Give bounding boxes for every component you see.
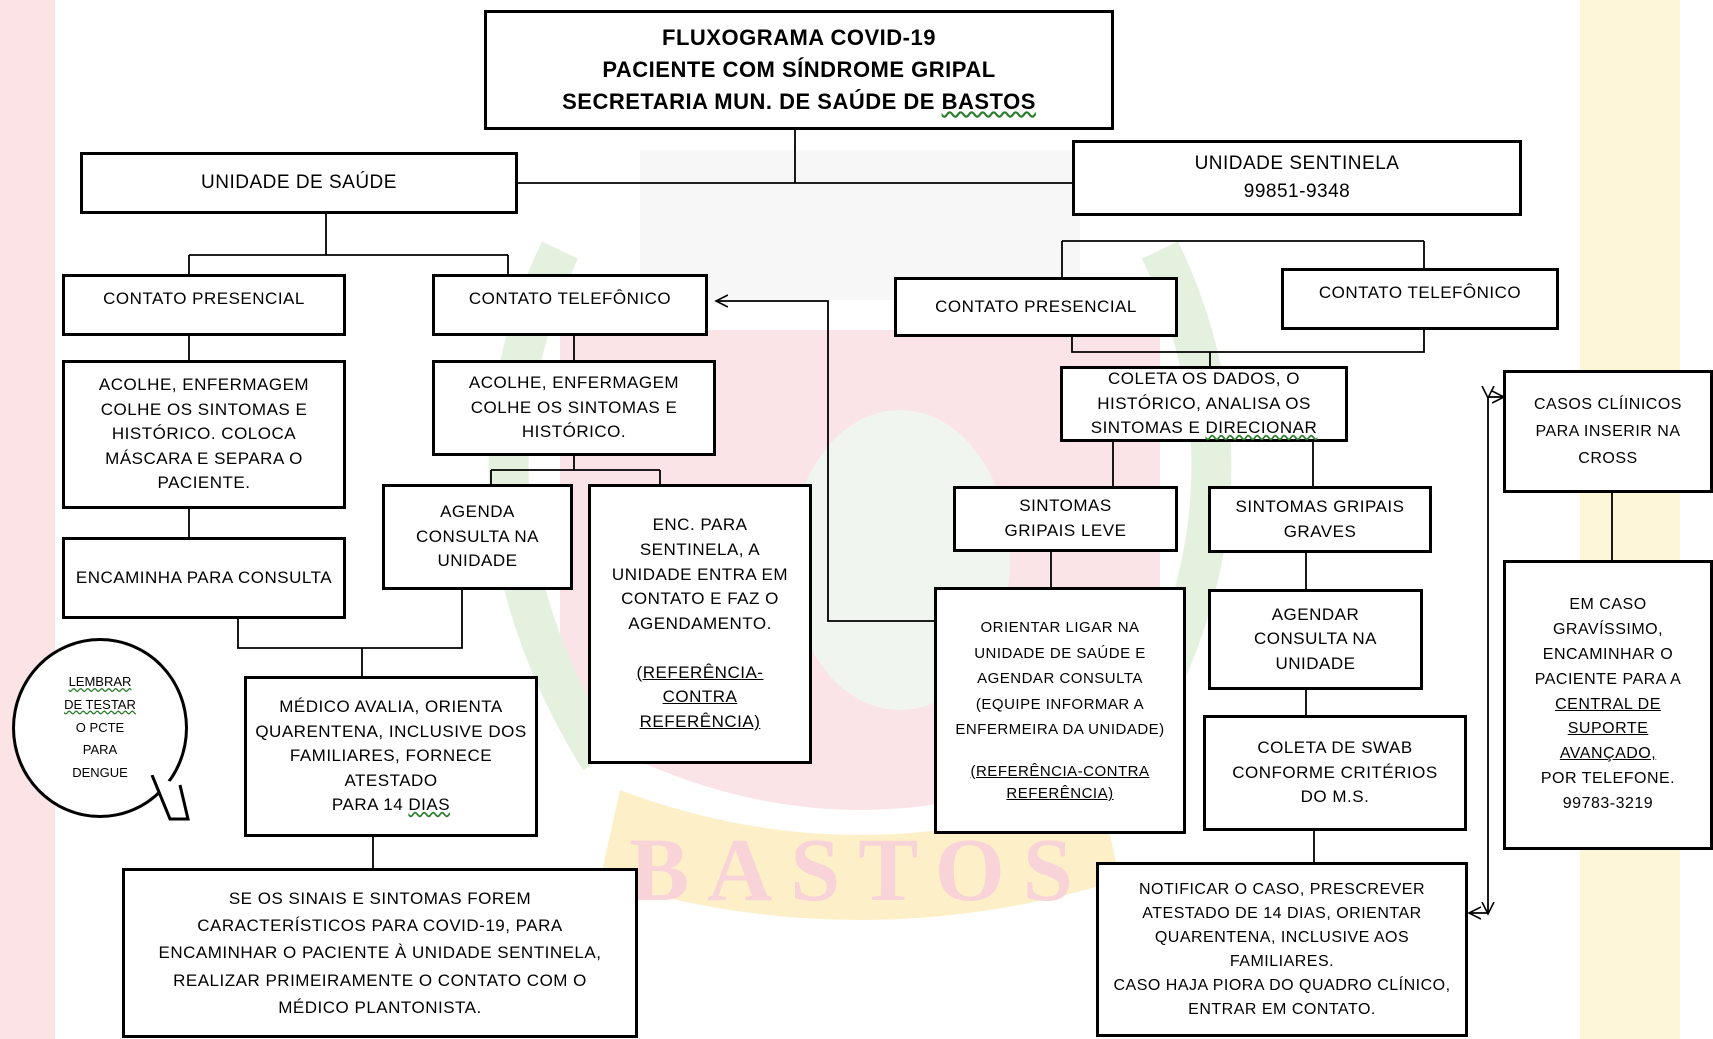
medico-avalia-box: MÉDICO AVALIA, ORIENTA QUARENTENA, INCLU… (244, 676, 538, 837)
agendar-consulta-box: AGENDAR CONSULTA NA UNIDADE (1208, 589, 1423, 690)
agendar-consulta-text: AGENDAR CONSULTA NA UNIDADE (1254, 604, 1377, 673)
unidade-sentinela-phone: 99851-9348 (1243, 181, 1351, 202)
enc-sentinela-box: ENC. PARA SENTINELA, A UNIDADE ENTRA EM … (588, 484, 812, 764)
sintomas-leve-text: SINTOMAS GRIPAIS LEVE (1004, 496, 1127, 540)
right-contato-presencial-label: CONTATO PRESENCIAL (935, 296, 1137, 316)
unidade-de-saude-box: UNIDADE DE SAÚDE (80, 152, 518, 214)
lembrar-line-2: DE TESTAR (64, 696, 136, 712)
right-contato-presencial-box: CONTATO PRESENCIAL (894, 277, 1178, 337)
notificar-caso-piora: CASO HAJA PIORA DO QUADRO CLÍNICO, ENTRA… (1113, 976, 1451, 1018)
notificar-caso-text: NOTIFICAR O CASO, PRESCREVER ATESTADO DE… (1138, 880, 1426, 970)
unidade-sentinela-box: UNIDADE SENTINELA 99851-9348 (1072, 140, 1522, 216)
caso-gravissimo-telefone: POR TELEFONE. (1540, 769, 1676, 787)
acolhe-presencial-text: ACOLHE, ENFERMAGEM COLHE OS SINTOMAS E H… (98, 374, 310, 493)
casos-cross-text: CASOS CLÍINICOS PARA INSERIR NA CROSS (1534, 395, 1682, 468)
coleta-swab-box: COLETA DE SWAB CONFORME CRITÉRIOS DO M.S… (1203, 715, 1467, 831)
acolhe-presencial-box: ACOLHE, ENFERMAGEM COLHE OS SINTOMAS E H… (62, 360, 346, 509)
acolhe-telefonico-text: ACOLHE, ENFERMAGEM COLHE OS SINTOMAS E H… (468, 373, 680, 442)
casos-cross-box: CASOS CLÍINICOS PARA INSERIR NA CROSS (1503, 370, 1713, 493)
sintomas-leve-box: SINTOMAS GRIPAIS LEVE (953, 486, 1178, 552)
right-contato-telefonico-label: CONTATO TELEFÔNICO (1318, 283, 1522, 302)
left-contato-presencial-label: CONTATO PRESENCIAL (103, 289, 305, 308)
acolhe-telefonico-box: ACOLHE, ENFERMAGEM COLHE OS SINTOMAS E H… (432, 360, 716, 456)
medico-avalia-days: PARA 14 DIAS (332, 793, 450, 818)
notificar-caso-box: NOTIFICAR O CASO, PRESCREVER ATESTADO DE… (1096, 862, 1468, 1037)
agenda-consulta-text: AGENDA CONSULTA NA UNIDADE (416, 502, 539, 571)
lembrar-line-1: LEMBRAR (68, 674, 132, 690)
orientar-ligar-box: ORIENTAR LIGAR NA UNIDADE DE SAÚDE E AGE… (934, 587, 1186, 834)
right-contato-telefonico-box: CONTATO TELEFÔNICO (1281, 268, 1559, 330)
lembrar-line-3: O PCTE (75, 719, 125, 735)
bubble-tail (150, 775, 190, 821)
coleta-dados-prefix: COLETA OS DADOS, O HISTÓRICO, ANALISA OS… (1090, 369, 1311, 438)
sinais-sintomas-text: SE OS SINAIS E SINTOMAS FOREM CARACTERÍS… (158, 889, 602, 1017)
title-line-3-prefix: SECRETARIA MUN. DE SAÚDE DE (562, 88, 942, 114)
coleta-dados-text: COLETA OS DADOS, O HISTÓRICO, ANALISA OS… (1073, 367, 1335, 441)
central-suporte-avancado: CENTRAL DE SUPORTE AVANÇADO, (1555, 695, 1661, 763)
sintomas-graves-box: SINTOMAS GRIPAIS GRAVES (1208, 486, 1432, 553)
title-city: BASTOS (941, 88, 1036, 114)
caso-gravissimo-box: EM CASO GRAVÍSSIMO, ENCAMINHAR O PACIENT… (1503, 560, 1713, 850)
coleta-swab-text: COLETA DE SWAB CONFORME CRITÉRIOS DO M.S… (1232, 738, 1438, 807)
coleta-dados-box: COLETA OS DADOS, O HISTÓRICO, ANALISA OS… (1060, 366, 1348, 442)
encaminha-consulta-text: ENCAMINHA PARA CONSULTA (75, 567, 333, 587)
title-line-3: SECRETARIA MUN. DE SAÚDE DE BASTOS (562, 86, 1036, 118)
title-line-2: PACIENTE COM SÍNDROME GRIPAL (602, 57, 996, 83)
unidade-de-saude-label: UNIDADE DE SAÚDE (201, 172, 397, 194)
medico-avalia-text: MÉDICO AVALIA, ORIENTA QUARENTENA, INCLU… (255, 696, 527, 790)
lembrar-line-4: PARA (82, 742, 118, 758)
flowchart-title: FLUXOGRAMA COVID-19 PACIENTE COM SÍNDROM… (484, 10, 1114, 130)
title-line-1: FLUXOGRAMA COVID-19 (662, 25, 936, 51)
medico-days-word: DIAS (408, 795, 451, 815)
coleta-dados-direcionar: DIRECIONAR (1205, 418, 1318, 438)
caso-gravissimo-text: EM CASO GRAVÍSSIMO, ENCAMINHAR O PACIENT… (1534, 596, 1682, 688)
medico-days-prefix: PARA 14 (331, 795, 409, 815)
orientar-ligar-referencia: (REFERÊNCIA-CONTRA REFERÊNCIA) (970, 762, 1150, 803)
caso-gravissimo-phone: 99783-3219 (1562, 794, 1654, 812)
left-contato-telefonico-label: CONTATO TELEFÔNICO (468, 289, 672, 308)
enc-sentinela-referencia: (REFERÊNCIA-CONTRA REFERÊNCIA) (636, 662, 764, 731)
unidade-sentinela-label: UNIDADE SENTINELA (1194, 153, 1400, 175)
encaminha-consulta-box: ENCAMINHA PARA CONSULTA (62, 537, 346, 619)
agenda-consulta-box: AGENDA CONSULTA NA UNIDADE (382, 484, 573, 590)
lembrar-line-5: DENGUE (72, 765, 128, 781)
sintomas-graves-text: SINTOMAS GRIPAIS GRAVES (1235, 496, 1405, 541)
left-contato-telefonico-box: CONTATO TELEFÔNICO (432, 274, 708, 336)
left-contato-presencial-box: CONTATO PRESENCIAL (62, 274, 346, 336)
enc-sentinela-text: ENC. PARA SENTINELA, A UNIDADE ENTRA EM … (611, 515, 789, 633)
sinais-sintomas-box: SE OS SINAIS E SINTOMAS FOREM CARACTERÍS… (122, 868, 638, 1038)
orientar-ligar-text: ORIENTAR LIGAR NA UNIDADE DE SAÚDE E AGE… (955, 619, 1165, 739)
